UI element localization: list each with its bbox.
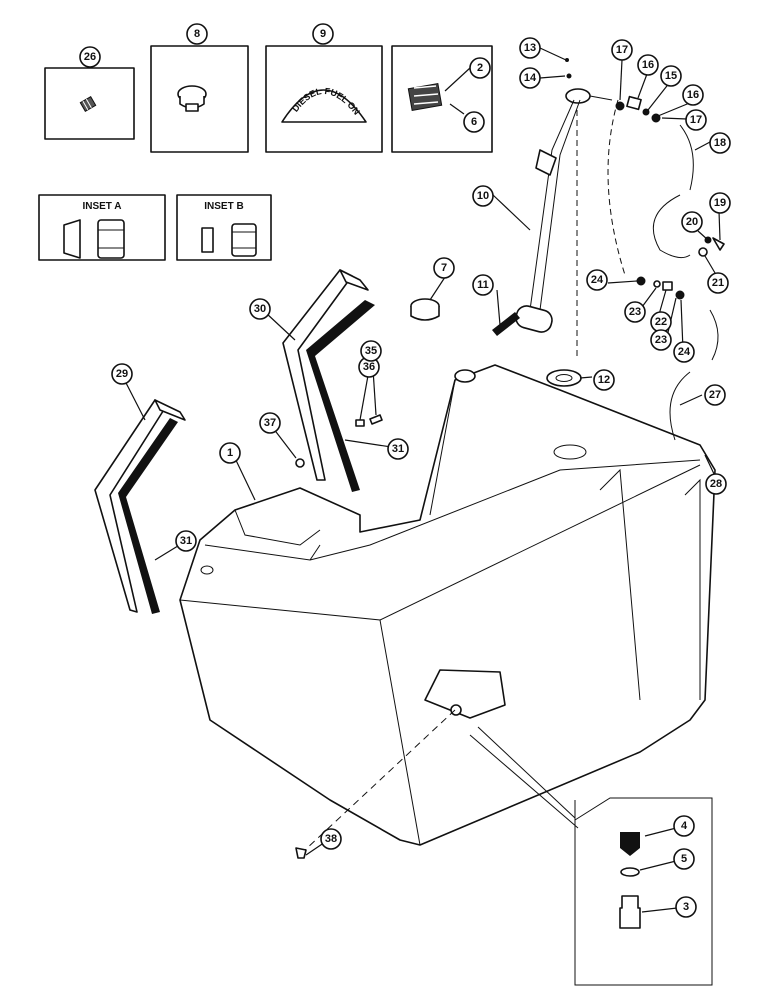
- callout-13: 13: [519, 37, 541, 59]
- svg-text:24: 24: [678, 346, 691, 358]
- callout-26: 26: [79, 46, 101, 68]
- box-item-26: [44, 67, 135, 140]
- svg-text:10: 10: [477, 190, 489, 202]
- bracket-30: [282, 269, 375, 492]
- svg-text:6: 6: [471, 116, 477, 128]
- svg-text:38: 38: [325, 833, 337, 845]
- hidden-line: [304, 709, 456, 851]
- svg-text:37: 37: [264, 417, 276, 429]
- callout-37: 37: [259, 412, 281, 434]
- callout-19: 19: [709, 192, 731, 214]
- inset-b: INSET B: [176, 194, 272, 261]
- svg-text:15: 15: [665, 70, 677, 82]
- fuel-sender-assembly: [492, 58, 613, 360]
- callout-9: 9: [312, 23, 334, 45]
- svg-text:1: 1: [227, 447, 233, 459]
- callout-29: 29: [111, 363, 133, 385]
- gasket-12: [546, 369, 582, 387]
- filler-cap-7: [410, 298, 440, 321]
- svg-text:17: 17: [690, 114, 702, 126]
- svg-text:3: 3: [683, 901, 689, 913]
- svg-text:13: 13: [524, 42, 536, 54]
- svg-text:31: 31: [392, 443, 404, 455]
- inset-a: INSET A: [38, 194, 166, 261]
- callout-16a: 16: [637, 54, 659, 76]
- svg-text:22: 22: [655, 316, 667, 328]
- callout-27: 27: [704, 384, 726, 406]
- callout-1: 1: [219, 442, 241, 464]
- callout-20: 20: [681, 211, 703, 233]
- callout-14: 14: [519, 67, 541, 89]
- callout-17a: 17: [611, 39, 633, 61]
- bracket-29: [94, 399, 186, 614]
- callout-24b: 24: [673, 341, 695, 363]
- svg-text:31: 31: [180, 535, 192, 547]
- callout-23a: 23: [624, 301, 646, 323]
- svg-text:23: 23: [655, 334, 667, 346]
- drain-plug-detail: [469, 726, 713, 986]
- svg-text:19: 19: [714, 197, 726, 209]
- callout-28: 28: [705, 473, 727, 495]
- callout-21: 21: [707, 272, 729, 294]
- callout-22: 22: [650, 311, 672, 333]
- callout-24a: 24: [586, 269, 608, 291]
- svg-text:23: 23: [629, 306, 641, 318]
- svg-text:9: 9: [320, 28, 326, 40]
- svg-text:27: 27: [709, 389, 721, 401]
- callout-15: 15: [660, 65, 682, 87]
- callout-30: 30: [249, 298, 271, 320]
- svg-text:21: 21: [712, 277, 724, 289]
- callout-10: 10: [472, 185, 494, 207]
- svg-text:7: 7: [441, 262, 447, 274]
- box-item-2-6: [391, 45, 493, 153]
- callout-17b: 17: [685, 109, 707, 131]
- svg-text:26: 26: [84, 51, 96, 63]
- callout-5: 5: [673, 848, 695, 870]
- callout-31b: 31: [175, 530, 197, 552]
- fuel-tank: [179, 364, 716, 846]
- svg-text:12: 12: [598, 374, 610, 386]
- callout-7: 7: [433, 257, 455, 279]
- svg-text:2: 2: [477, 62, 483, 74]
- fasteners: [295, 414, 383, 859]
- callout-4: 4: [673, 815, 695, 837]
- callout-2: 2: [469, 57, 491, 79]
- callout-23b: 23: [650, 329, 672, 351]
- svg-text:28: 28: [710, 478, 722, 490]
- svg-text:18: 18: [714, 137, 726, 149]
- box-item-8: [150, 45, 249, 153]
- svg-text:29: 29: [116, 368, 128, 380]
- svg-text:30: 30: [254, 303, 266, 315]
- callout-12: 12: [593, 369, 615, 391]
- svg-text:11: 11: [477, 279, 489, 291]
- svg-text:16: 16: [687, 89, 699, 101]
- svg-text:36: 36: [363, 361, 375, 373]
- callout-6: 6: [463, 111, 485, 133]
- svg-text:INSET B: INSET B: [204, 201, 243, 212]
- svg-text:35: 35: [365, 345, 377, 357]
- svg-text:4: 4: [681, 820, 688, 832]
- svg-text:8: 8: [194, 28, 200, 40]
- svg-text:16: 16: [642, 59, 654, 71]
- callout-35: 35: [360, 340, 382, 362]
- svg-text:24: 24: [591, 274, 604, 286]
- svg-text:17: 17: [616, 44, 628, 56]
- svg-text:INSET A: INSET A: [82, 201, 121, 212]
- callout-18: 18: [709, 132, 731, 154]
- fuel-fittings: [607, 95, 725, 441]
- svg-text:14: 14: [524, 72, 537, 84]
- callout-31a: 31: [387, 438, 409, 460]
- callout-8: 8: [186, 23, 208, 45]
- callout-11: 11: [472, 274, 494, 296]
- callout-16b: 16: [682, 84, 704, 106]
- svg-text:20: 20: [686, 216, 698, 228]
- callout-3: 3: [675, 896, 697, 918]
- callout-38: 38: [320, 828, 342, 850]
- svg-text:5: 5: [681, 853, 687, 865]
